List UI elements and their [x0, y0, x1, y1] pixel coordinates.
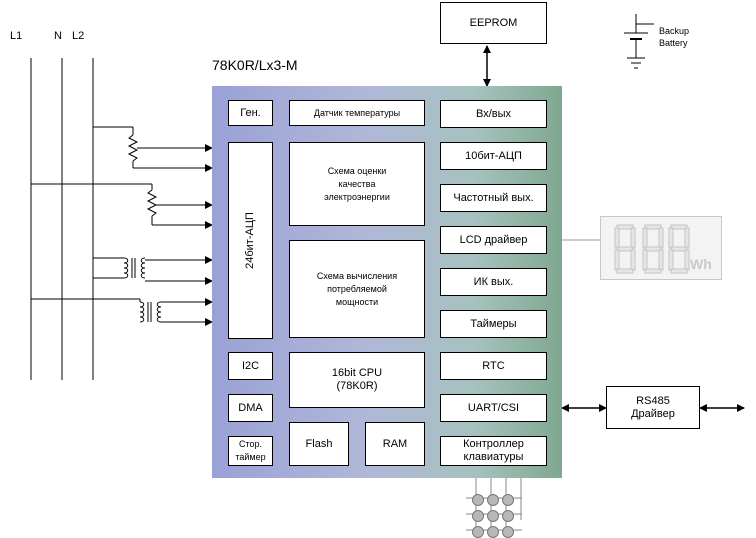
- block-i2c: I2C: [228, 352, 273, 380]
- resistor-2: [146, 189, 158, 217]
- block-adc10: 10бит-АЦП: [440, 142, 547, 170]
- block-io: Вх/вых: [440, 100, 547, 128]
- block-power-calc: Схема вычисления потребляемой мощности: [289, 240, 425, 338]
- label-l2: L2: [72, 30, 85, 42]
- block-ram: RAM: [365, 422, 425, 466]
- block-cpu: 16bit CPU (78K0R): [289, 352, 425, 408]
- keypad-icon: [466, 478, 522, 534]
- battery-label: Battery: [659, 38, 688, 48]
- block-uart: UART/CSI: [440, 394, 547, 422]
- block-quality: Схема оценки качества электроэнергии: [289, 142, 425, 226]
- rs485-driver-box: RS485 Драйвер: [606, 386, 700, 429]
- backup-label: Backup: [659, 26, 690, 36]
- label-n: N: [54, 30, 62, 42]
- lcd-display: [600, 216, 722, 280]
- block-freq-out: Частотный вых.: [440, 184, 547, 212]
- block-gen: Ген.: [228, 100, 273, 126]
- block-dma: DMA: [228, 394, 273, 422]
- label-l1: L1: [10, 30, 23, 42]
- block-flash: Flash: [289, 422, 349, 466]
- lcd-digits-icon: [614, 224, 690, 274]
- chip-title: 78K0R/Lx3-M: [212, 57, 298, 73]
- block-timers: Таймеры: [440, 310, 547, 338]
- eeprom-box: EEPROM: [440, 2, 547, 44]
- keypad-keys: [472, 494, 514, 538]
- block-rtc: RTC: [440, 352, 547, 380]
- block-watchdog: Стор. таймер: [228, 436, 273, 466]
- block-ir-out: ИК вых.: [440, 268, 547, 296]
- resistor-1: [127, 134, 139, 162]
- block-keyboard: Контроллер клавиатуры: [440, 436, 547, 466]
- transformer-1: [123, 257, 129, 279]
- battery-icon: [624, 14, 654, 69]
- block-adc24-label: 24бит-АЦП: [244, 212, 257, 269]
- block-temp-sensor: Датчик температуры: [289, 100, 425, 126]
- block-lcd-driver: LCD драйвер: [440, 226, 547, 254]
- transformer-2: [139, 301, 145, 323]
- block-adc24: 24бит-АЦП: [228, 142, 273, 339]
- lcd-unit-label: Wh: [690, 256, 712, 272]
